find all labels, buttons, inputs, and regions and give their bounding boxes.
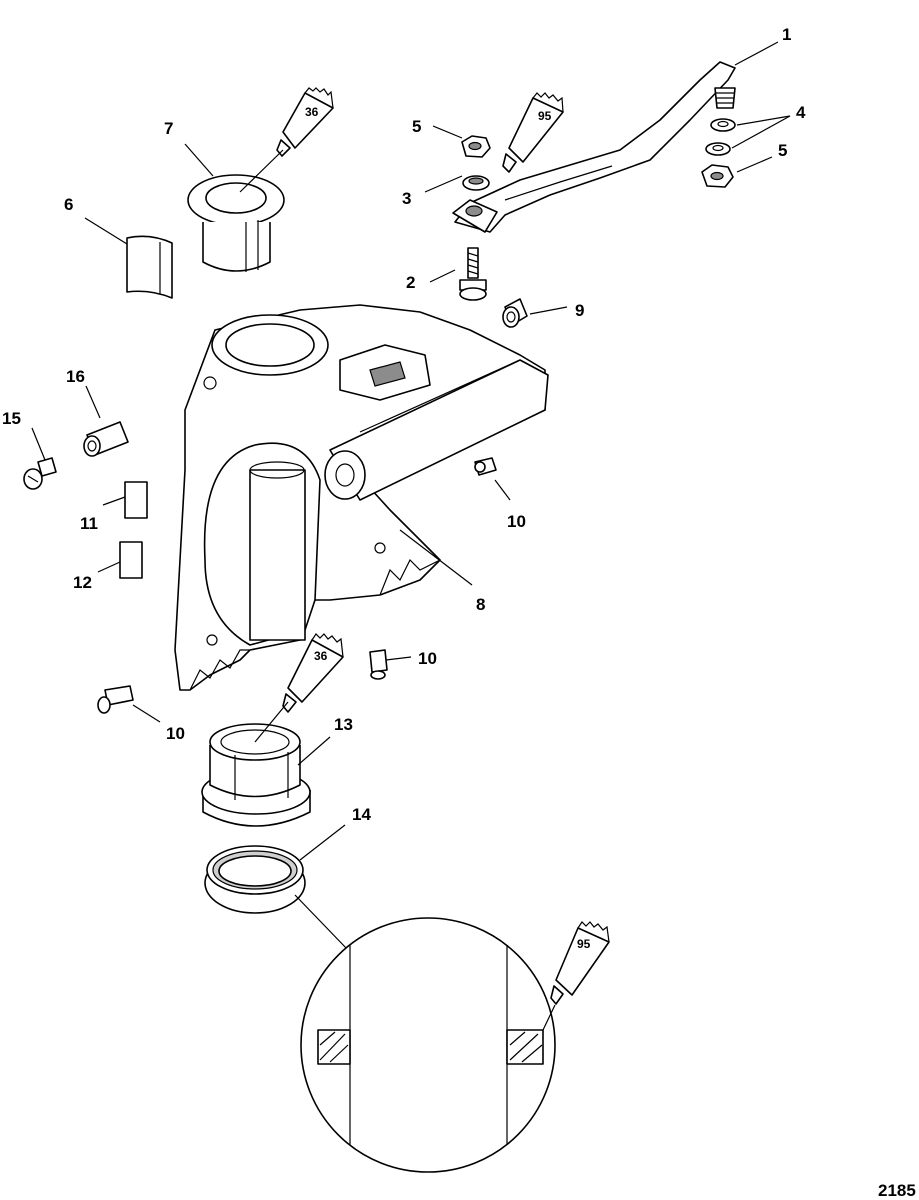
- lubricant-tube-95-upper: 95: [502, 92, 564, 173]
- callout-15: 15: [2, 409, 21, 428]
- callout-12: 12: [73, 573, 92, 592]
- pad: [126, 235, 173, 299]
- steering-link-arm: [452, 61, 736, 233]
- washer: [462, 175, 490, 191]
- callout-1: 1: [782, 25, 791, 44]
- callout-2: 2: [406, 273, 415, 292]
- callout-5b: 5: [778, 141, 787, 160]
- pin: [83, 421, 129, 457]
- plate-12: [119, 541, 143, 579]
- callout-7: 7: [164, 119, 173, 138]
- tube-label: 95: [577, 937, 591, 951]
- locknut-right: [701, 164, 734, 188]
- callout-8: 8: [476, 595, 485, 614]
- callout-16: 16: [66, 367, 85, 386]
- screw: [23, 457, 57, 490]
- lubricant-tube-36-upper: 36: [276, 87, 334, 157]
- callout-numbers: 1 2 3 4 5 5 6 7 8 9 10 10 10 11 12 13 14…: [2, 25, 806, 824]
- swivel-bracket: [174, 304, 549, 691]
- lubricant-tube-36-lower: 36: [282, 633, 344, 713]
- seal: [204, 845, 306, 914]
- callout-6: 6: [64, 195, 73, 214]
- lower-bushing: [201, 723, 311, 827]
- callout-3: 3: [402, 189, 411, 208]
- callout-5a: 5: [412, 117, 421, 136]
- callout-9: 9: [575, 301, 584, 320]
- locknut-left: [461, 135, 491, 158]
- callout-10a: 10: [507, 512, 526, 531]
- grease-fitting-b: [369, 649, 388, 680]
- callout-4: 4: [796, 103, 806, 122]
- upper-bushing: [187, 174, 285, 272]
- callout-11: 11: [80, 514, 98, 533]
- callout-10c: 10: [166, 724, 185, 743]
- washers-pair: [705, 118, 736, 156]
- grease-fitting-a: [474, 457, 497, 476]
- callout-14: 14: [352, 805, 371, 824]
- tube-label: 95: [538, 109, 552, 123]
- plate-11: [124, 481, 148, 519]
- drawing-number: 2185: [878, 1181, 916, 1200]
- leader-lines: [31, 41, 791, 861]
- callout-10b: 10: [418, 649, 437, 668]
- callout-13: 13: [334, 715, 353, 734]
- seal-detail-view: [294, 894, 556, 1173]
- grease-fitting-c: [97, 685, 134, 714]
- bolt: [459, 247, 487, 301]
- tube-label: 36: [305, 105, 319, 119]
- sleeve: [502, 298, 528, 328]
- tube-label: 36: [314, 649, 328, 663]
- lubricant-tube-95-detail: 95: [550, 921, 610, 1005]
